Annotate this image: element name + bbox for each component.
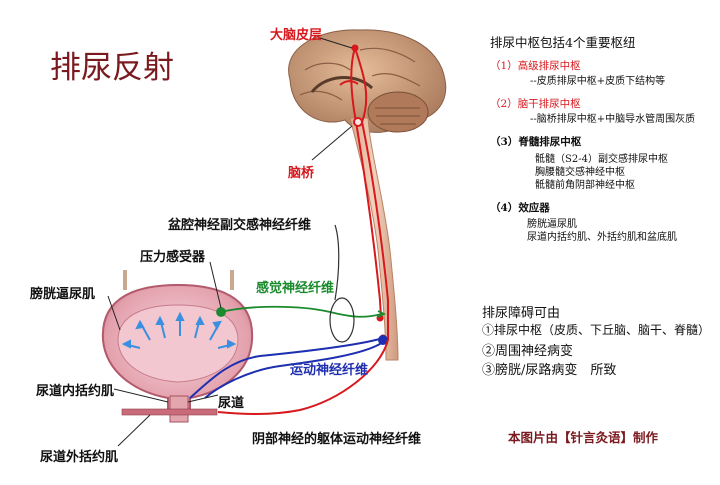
center-num-3: （3）: [490, 136, 519, 148]
pelvic-nerve-pathway: [329, 224, 355, 343]
label-motor-fiber: 运动神经纤维: [290, 363, 369, 378]
center-line-3-3: 骶髓前角阴部神经中枢: [535, 180, 635, 191]
disorder-item-1: ①排尿中枢（皮质、下丘脑、脑干、脊髓）: [482, 323, 711, 337]
page-title: 排尿反射: [50, 50, 174, 86]
disorders-heading: 排尿障碍可由: [482, 306, 561, 321]
label-internal-sphincter: 尿道内括约肌: [36, 384, 115, 399]
center-name-4: 效应器: [518, 202, 550, 214]
label-cortex: 大脑皮层: [270, 28, 323, 43]
center-item-3: （3）脊髓排尿中枢: [490, 134, 581, 149]
center-num-2: （2）: [490, 98, 518, 110]
center-line-3-2: 胸腰髓交感神经中枢: [535, 167, 625, 178]
center-name-1: 高级排尿中枢: [517, 60, 581, 72]
center-num-4: （4）: [490, 202, 519, 214]
center-item-4: （4）效应器: [490, 200, 550, 215]
bladder: [101, 270, 254, 423]
central-pathways: [339, 44, 389, 342]
label-external-sphincter: 尿道外括约肌: [40, 450, 119, 465]
disorder-item-3: ③膀胱/尿路病变 所致: [482, 363, 617, 378]
center-line-4-1: 膀胱逼尿肌: [527, 219, 577, 230]
spinal-cord: [349, 117, 399, 361]
center-line-2-1: --脑桥排尿中枢+中脑导水管周围灰质: [530, 114, 696, 125]
center-line-3-1: 骶髓（S2-4）副交感排尿中枢: [535, 154, 668, 165]
brain: [288, 29, 447, 133]
label-urethra: 尿道: [218, 396, 245, 411]
label-pudendal-nerve: 阴部神经的躯体运动神经纤维: [252, 432, 422, 447]
label-pons: 脑桥: [288, 166, 315, 181]
sensory-pathway: [216, 305, 387, 318]
pudendal-pathway: [217, 339, 389, 415]
leader-lines: [107, 37, 353, 447]
label-pelvic-nerve: 盆腔神经副交感神经纤维: [168, 218, 312, 233]
center-name-2: 脑干排尿中枢: [517, 98, 581, 110]
centers-heading: 排尿中枢包括4个重要枢纽: [490, 35, 636, 50]
center-item-2: （2）脑干排尿中枢: [490, 96, 581, 111]
motor-pathway: [189, 335, 388, 399]
center-item-1: （1）高级排尿中枢: [490, 58, 581, 73]
center-line-1-1: --皮质排尿中枢+皮质下结构等: [530, 76, 666, 87]
center-line-4-2: 尿道内括约肌、外括约肌和盆底肌: [527, 232, 677, 243]
label-pressure-receptor: 压力感受器: [140, 250, 206, 265]
center-name-3: 脊髓排尿中枢: [518, 136, 582, 148]
credit-text: 本图片由【针言灸语】制作: [508, 430, 659, 445]
label-sensory-fiber: 感觉神经纤维: [256, 281, 335, 296]
disorder-item-2: ②周围神经病变: [482, 344, 574, 359]
center-num-1: （1）: [490, 60, 518, 72]
label-detrusor: 膀胱逼尿肌: [30, 287, 96, 302]
